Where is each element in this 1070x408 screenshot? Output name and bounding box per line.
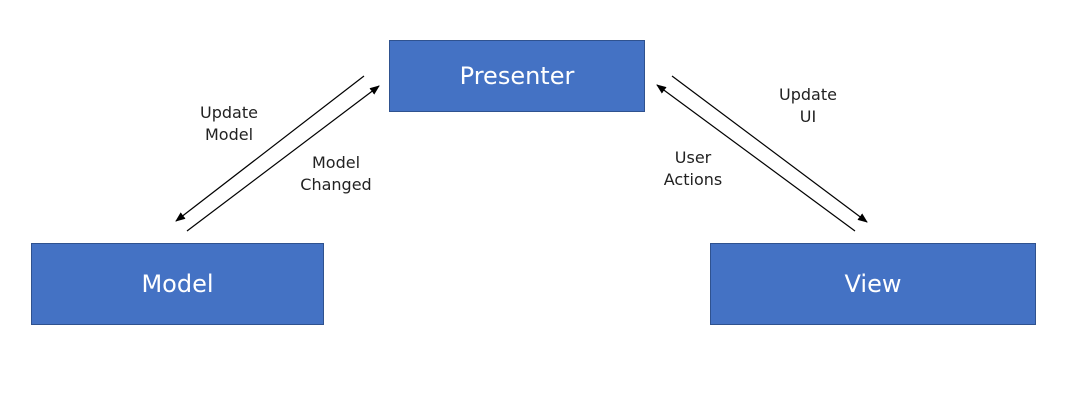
edge-label-model-changed: Model Changed	[296, 152, 376, 196]
edge-label-line: Model	[204, 125, 254, 144]
view-label: View	[844, 270, 902, 298]
edge-label-line: Model	[311, 153, 361, 172]
view-box: View	[710, 243, 1036, 325]
edge-label-line: User	[674, 148, 712, 167]
edge-label-line: Update	[779, 85, 837, 104]
edge-label-line: Actions	[663, 170, 723, 189]
arrow-model-changed	[186, 85, 380, 232]
edge-label-line: Changed	[300, 175, 372, 194]
presenter-label: Presenter	[459, 62, 575, 90]
edge-label-update-ui: Update UI	[773, 84, 843, 128]
arrow-update-model	[175, 75, 365, 222]
edge-label-update-model: Update Model	[194, 102, 264, 146]
edge-label-user-actions: User Actions	[655, 147, 731, 191]
arrow-user-actions	[656, 84, 856, 232]
model-label: Model	[141, 270, 214, 298]
model-box: Model	[31, 243, 324, 325]
arrow-update-ui	[671, 75, 868, 223]
edge-label-line: UI	[799, 107, 817, 126]
presenter-box: Presenter	[389, 40, 645, 112]
edge-label-line: Update	[200, 103, 258, 122]
